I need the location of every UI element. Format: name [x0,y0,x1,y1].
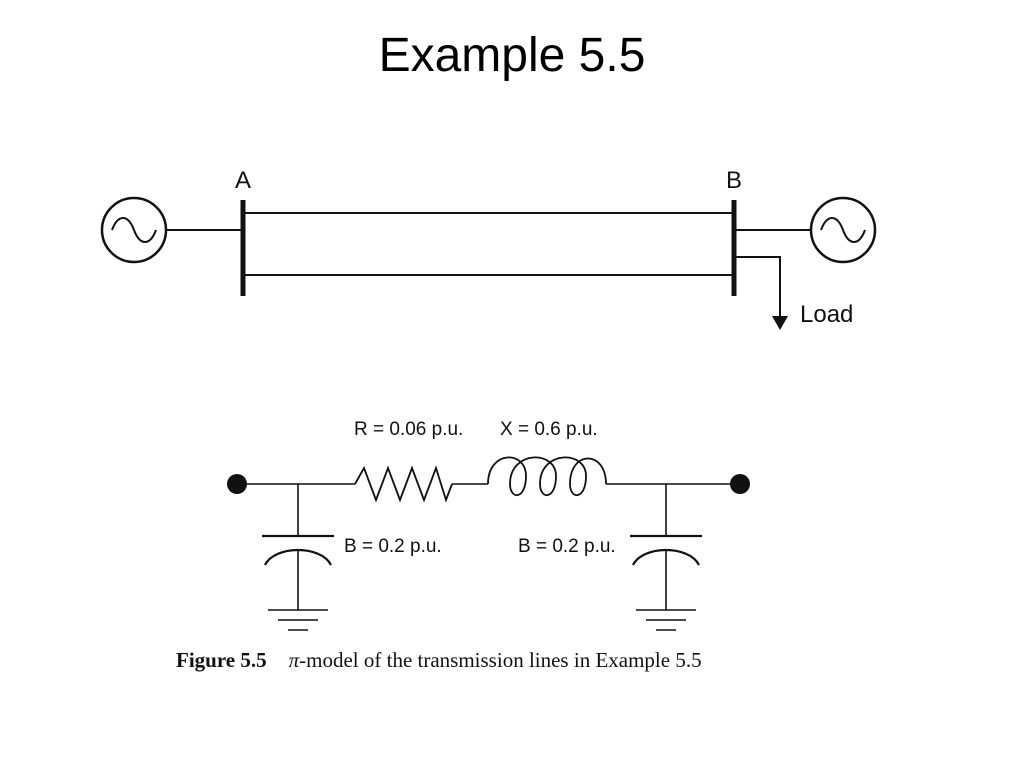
resistor-icon [354,465,453,503]
figure-number: Figure 5.5 [176,648,267,672]
ac-source-left-icon [100,196,168,264]
ac-source-right-icon [809,196,877,264]
capacitor-right-icon [630,484,702,610]
right-shunt-label: B = 0.2 p.u. [518,536,616,557]
ground-right-icon [636,609,696,631]
bus-a-label: A [235,167,251,194]
inductor-icon [487,456,607,496]
pi-model-circuit [227,456,750,631]
figure-caption: Figure 5.5 π-model of the transmission li… [176,648,702,673]
load-arrow-icon [734,256,788,330]
load-label: Load [800,301,853,328]
left-shunt-label: B = 0.2 p.u. [344,536,442,557]
reactance-label: X = 0.6 p.u. [500,419,598,440]
bus-b-label: B [726,167,742,194]
slide-title: Example 5.5 [378,29,646,82]
capacitor-left-icon [262,484,334,610]
terminal-right [730,474,750,494]
caption-text: -model of the transmission lines in Exam… [299,648,702,672]
terminal-left [227,474,247,494]
pi-symbol: π [288,648,300,672]
resistance-label: R = 0.06 p.u. [354,419,463,440]
ground-left-icon [268,609,328,631]
one-line-diagram [100,196,877,330]
